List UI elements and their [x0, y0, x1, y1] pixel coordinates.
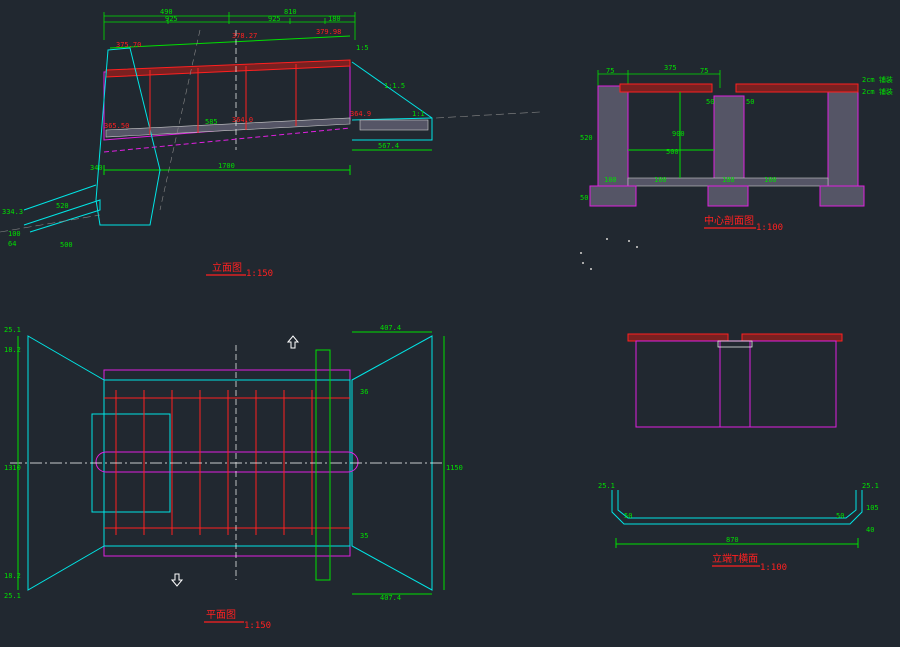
north-arrow-down-icon: [170, 573, 184, 587]
elevation-view: 490 810 925 925 180: [0, 8, 541, 279]
elev-dim-1: 490: [160, 8, 173, 16]
center-dim-3: 75: [700, 67, 708, 75]
plan-title: 平面图: [206, 609, 236, 621]
elev-label-mid: 585: [205, 118, 218, 126]
end-dim-7: 40: [866, 526, 874, 534]
end-dim-5: 870: [726, 536, 739, 544]
small-elevation-view: [627, 333, 843, 428]
plan-dim-3: 1150: [446, 464, 463, 472]
plan-dim-6: 18.2: [4, 572, 21, 580]
center-label-9: 50: [706, 98, 714, 106]
elevation-title: 立面图: [212, 261, 242, 274]
plan-dim-7: 25.1: [4, 326, 21, 334]
end-section-view: 25.1 25.1 50 50 870 105 40 立端T横面 1:100: [598, 482, 879, 573]
north-arrow-up-icon: [286, 335, 300, 349]
center-note-2: 2cm 铺装: [862, 87, 893, 96]
elev-label-slope: 520: [56, 202, 69, 210]
elev-label-r2: 1:1.5: [384, 82, 405, 90]
elev-label-base: 500: [60, 241, 73, 249]
plan-dim-5: 18.2: [4, 346, 21, 354]
elev-level-2: 378.27: [232, 32, 257, 40]
plan-dim-10: 35: [360, 532, 368, 540]
elev-label-r3: 1:1: [412, 110, 425, 118]
elev-label-h: 340: [90, 164, 103, 172]
elev-level-6: 364.9: [350, 110, 371, 118]
elev-level-4: 365.50: [104, 122, 129, 130]
elev-dim-2: 810: [284, 8, 297, 16]
center-label-1: 520: [580, 134, 593, 142]
center-label-3: 500: [666, 148, 679, 156]
center-note-1: 2cm 铺装: [862, 75, 893, 84]
center-label-2: 900: [672, 130, 685, 138]
elev-level-5: 364.0: [232, 116, 253, 124]
end-dim-2: 25.1: [862, 482, 879, 490]
center-dim-1: 75: [606, 67, 614, 75]
center-label-7: 100: [764, 176, 777, 184]
end-section-scale: 1:100: [760, 563, 787, 573]
elev-left-dim-2: 100: [8, 230, 21, 238]
end-dim-6: 105: [866, 504, 879, 512]
elev-left-dim-3: 64: [8, 240, 16, 248]
elev-label-wing: 567.4: [378, 142, 399, 150]
plan-dim-8: 25.1: [4, 592, 21, 600]
plan-scale: 1:150: [244, 621, 271, 631]
center-label-5: 100: [654, 176, 667, 184]
end-dim-1: 25.1: [598, 482, 615, 490]
elev-label-r1: 1:5: [356, 44, 369, 52]
center-dim-2: 375: [664, 64, 677, 72]
center-section-view: 75 375 75 520 900 500 100 100 100 100 50…: [580, 64, 893, 233]
end-section-title: 立端T横面: [712, 552, 758, 565]
elev-level-1: 375.70: [116, 41, 141, 49]
center-label-8: 50: [580, 194, 588, 202]
elev-dim-3: 925: [165, 15, 178, 23]
center-label-6: 100: [722, 176, 735, 184]
elev-dim-4: 925: [268, 15, 281, 23]
elev-dim-5: 180: [328, 15, 341, 23]
elev-label-span: 1700: [218, 162, 235, 170]
plan-dim-9: 36: [360, 388, 368, 396]
center-label-4: 100: [604, 176, 617, 184]
plan-dim-2: 407.4: [380, 594, 401, 602]
center-section-scale: 1:100: [756, 223, 783, 233]
plan-dim-1: 407.4: [380, 324, 401, 332]
plan-dim-4: 1310: [4, 464, 21, 472]
plan-view: 407.4 407.4 1150 1310 18.2 18.2 25.1 25.…: [4, 324, 463, 631]
end-dim-4: 50: [836, 512, 844, 520]
center-section-title: 中心剖面图: [704, 214, 754, 227]
elev-level-3: 379.98: [316, 28, 341, 36]
elev-left-dim-1: 334.3: [2, 208, 23, 216]
end-dim-3: 50: [624, 512, 632, 520]
center-label-10: 50: [746, 98, 754, 106]
stray-points: [580, 238, 638, 270]
elevation-scale: 1:150: [246, 269, 273, 279]
